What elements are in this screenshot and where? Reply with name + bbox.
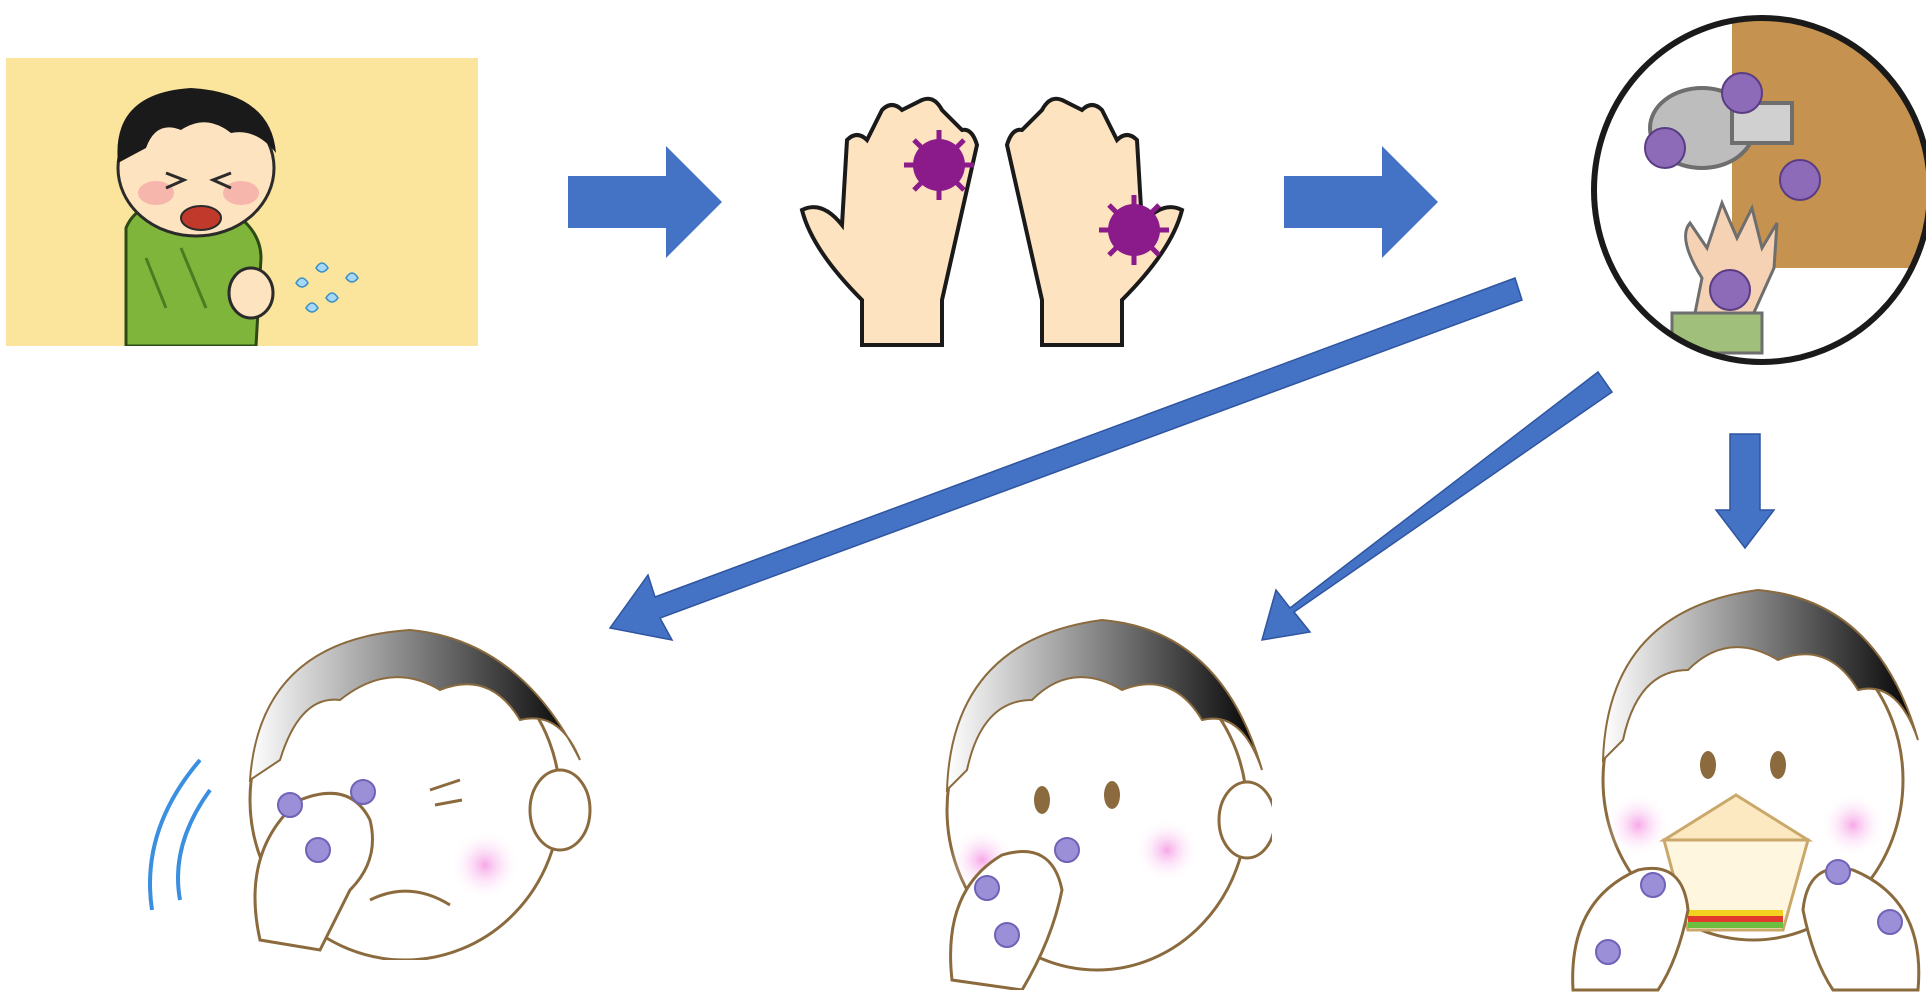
arrow-to-food [1716,434,1774,548]
touching-mouth-icon [912,600,1272,990]
eating-sandwich-icon [1568,570,1926,1000]
arrow-to-eye [610,278,1522,640]
eating-sandwich-panel [1568,570,1926,1000]
rubbing-eye-icon [140,610,600,960]
touching-mouth-panel [912,600,1272,990]
arrow-to-mouth [1262,372,1612,640]
rubbing-eye-panel [140,610,600,960]
